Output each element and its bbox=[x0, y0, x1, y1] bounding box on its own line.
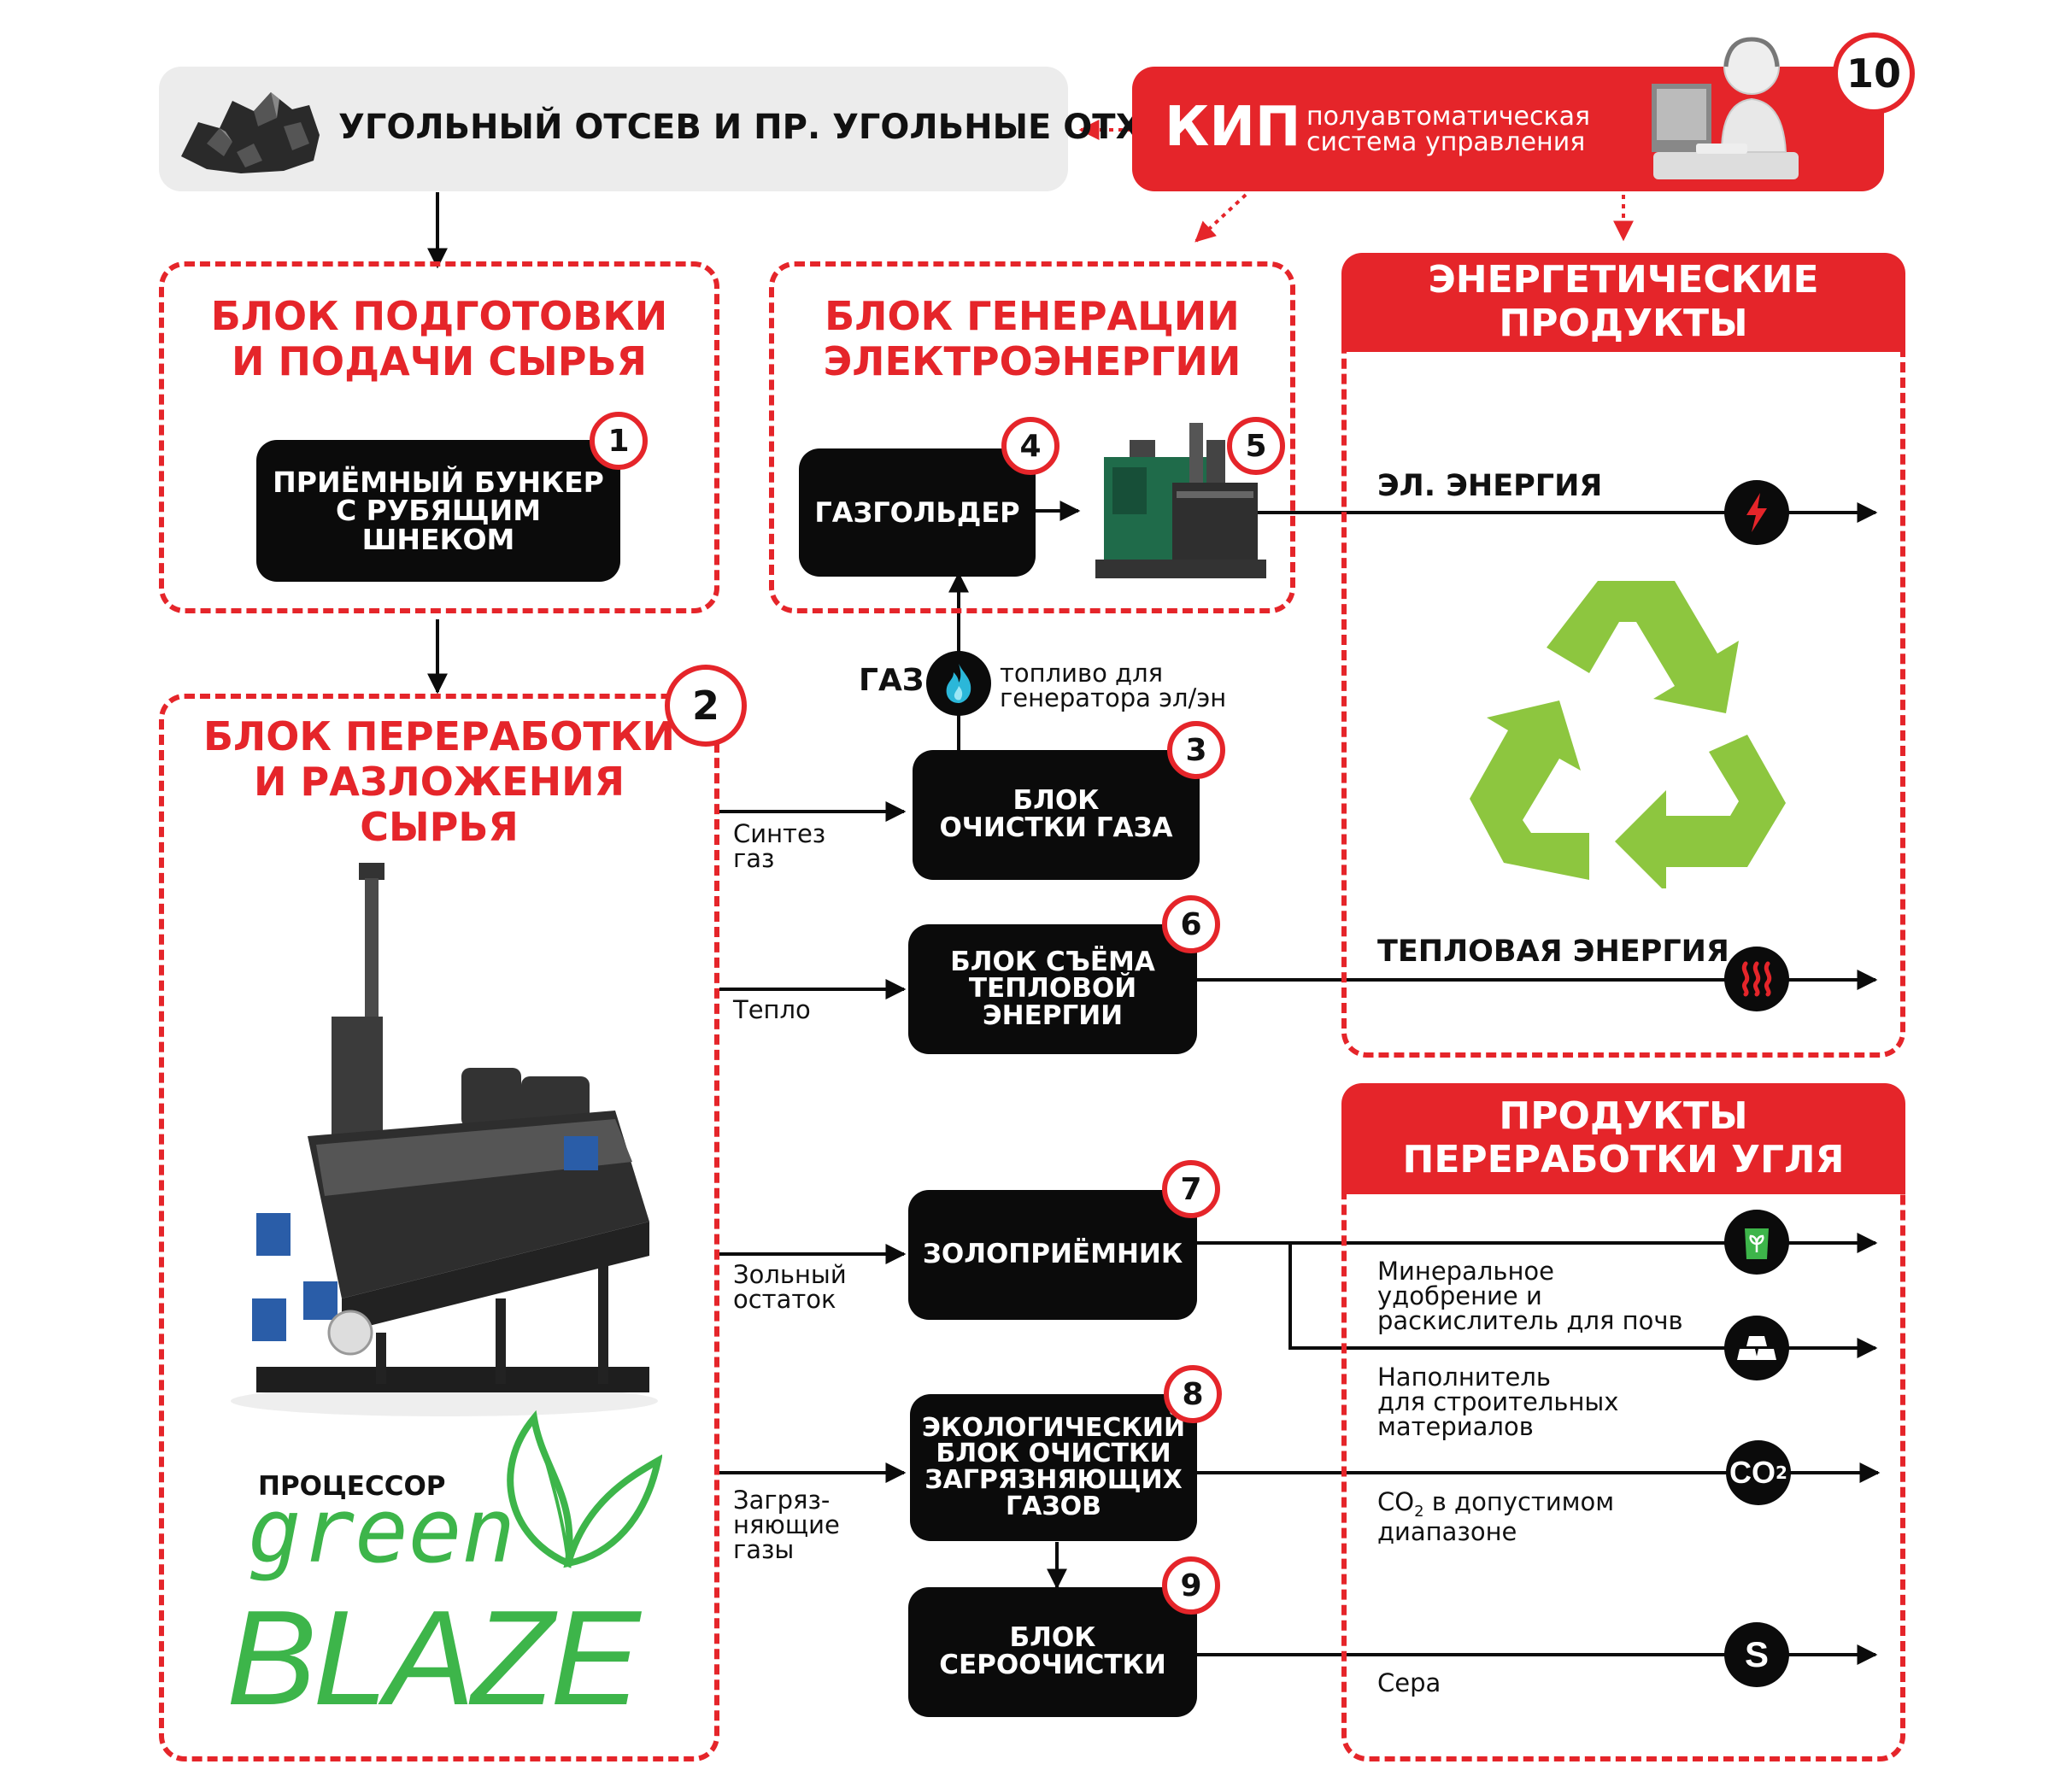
kip-title: КИП bbox=[1165, 96, 1301, 159]
gas-label: ГАЗ bbox=[859, 663, 924, 698]
raw-material-label: УГОЛЬНЫЙ ОТСЕВ И ПР. УГОЛЬНЫЕ ОТХОДЫ bbox=[338, 108, 1237, 147]
ash-number: 7 bbox=[1162, 1160, 1220, 1218]
ash-flow-label: Зольный остаток bbox=[733, 1260, 847, 1314]
gasholder-number: 4 bbox=[1001, 417, 1059, 475]
proc-number: 2 bbox=[665, 665, 747, 747]
polluting-flow-label: Загряз- няющие газы bbox=[733, 1486, 840, 1564]
coal-pile-image bbox=[181, 92, 320, 173]
block-proc-title: БЛОК ПЕРЕРАБОТКИ И РАЗЛОЖЕНИЯ СЫРЬЯ bbox=[203, 713, 675, 850]
processor-image bbox=[231, 863, 658, 1416]
sulfur-icon: S bbox=[1724, 1622, 1789, 1687]
block-gen-title: БЛОК ГЕНЕРАЦИИ ЭЛЕКТРОЭНЕРГИИ bbox=[823, 293, 1241, 384]
processor-label: ПРОЦЕССОР bbox=[258, 1471, 446, 1502]
sulfur-icon-text: S bbox=[1744, 1634, 1769, 1674]
kip-subtitle: полуавтоматическая система управления bbox=[1306, 102, 1591, 157]
gas-cleaning-block: БЛОК ОЧИСТКИ ГАЗА bbox=[913, 750, 1200, 880]
brand-green: green bbox=[248, 1479, 516, 1583]
kip-number: 10 bbox=[1833, 32, 1915, 114]
synthesis-gas-label: Синтез газ bbox=[733, 819, 826, 873]
heat-waves-icon bbox=[1724, 947, 1789, 1011]
filler-label: Наполнитель для строительных материалов bbox=[1377, 1363, 1619, 1441]
co2-icon-sub: 2 bbox=[1776, 1462, 1787, 1483]
block-prep-title: БЛОК ПОДГОТОВКИ И ПОДАЧИ СЫРЬЯ bbox=[210, 293, 668, 384]
arrow-kip-gen bbox=[1194, 193, 1247, 243]
operator-at-computer-image bbox=[1652, 37, 1799, 179]
coal-products-title: ПРОДУКТЫ ПЕРЕРАБОТКИ УГЛЯ bbox=[1341, 1083, 1905, 1194]
leaf-logo-icon bbox=[507, 1410, 662, 1568]
sulfur-number: 9 bbox=[1162, 1556, 1220, 1615]
block-gen bbox=[769, 261, 1295, 613]
eco-block: ЭКОЛОГИЧЕСКИЙ БЛОК ОЧИСТКИ ЗАГРЯЗНЯЮЩИХ … bbox=[910, 1394, 1197, 1541]
lightning-icon bbox=[1724, 480, 1789, 545]
receiving-bunker: ПРИЁМНЫЙ БУНКЕР С РУБЯЩИМ ШНЕКОМ bbox=[256, 440, 620, 582]
heat-flow-label: Тепло bbox=[733, 995, 811, 1024]
gas-note: топливо для генератора эл/эн bbox=[1000, 659, 1227, 712]
arrow-filler bbox=[1288, 1243, 1878, 1358]
co2-icon-text: CO bbox=[1729, 1455, 1776, 1490]
fertilizer-bag-icon bbox=[1724, 1210, 1789, 1275]
eco-number: 8 bbox=[1164, 1365, 1222, 1423]
sulfur-label: Сера bbox=[1377, 1668, 1441, 1697]
gas-cleaning-number: 3 bbox=[1167, 721, 1225, 779]
flame-icon bbox=[926, 651, 991, 716]
electric-energy-label: ЭЛ. ЭНЕРГИЯ bbox=[1377, 469, 1603, 503]
heat-block: БЛОК СЪЁМА ТЕПЛОВОЙ ЭНЕРГИИ bbox=[908, 924, 1197, 1054]
recycle-icon bbox=[1470, 581, 1786, 888]
generator-image bbox=[1095, 423, 1266, 578]
generator-number: 5 bbox=[1227, 417, 1285, 475]
energy-products-title: ЭНЕРГЕТИЧЕСКИЕ ПРОДУКТЫ bbox=[1341, 253, 1905, 352]
sulfur-block: БЛОК СЕРООЧИСТКИ bbox=[908, 1587, 1197, 1717]
co2-label: CO2 в допустимом диапазоне bbox=[1377, 1487, 1615, 1546]
ingot-stack-icon bbox=[1724, 1316, 1789, 1380]
brand-blaze: BLAZE bbox=[226, 1583, 641, 1733]
block-prep bbox=[159, 261, 719, 613]
thermal-energy-label: ТЕПЛОВАЯ ЭНЕРГИЯ bbox=[1377, 935, 1729, 969]
fertilizer-label: Минеральное удобрение и раскислитель для… bbox=[1377, 1257, 1683, 1335]
gasholder: ГАЗГОЛЬДЕР bbox=[799, 448, 1036, 577]
ash-block: ЗОЛОПРИЁМНИК bbox=[908, 1190, 1197, 1320]
block-proc bbox=[159, 694, 719, 1761]
raw-material-bar: УГОЛЬНЫЙ ОТСЕВ И ПР. УГОЛЬНЫЕ ОТХОДЫ bbox=[159, 67, 1236, 191]
bunker-number: 1 bbox=[590, 412, 648, 470]
kip-bar: КИП полуавтоматическая система управлени… bbox=[1132, 32, 1915, 191]
heat-number: 6 bbox=[1162, 895, 1220, 953]
